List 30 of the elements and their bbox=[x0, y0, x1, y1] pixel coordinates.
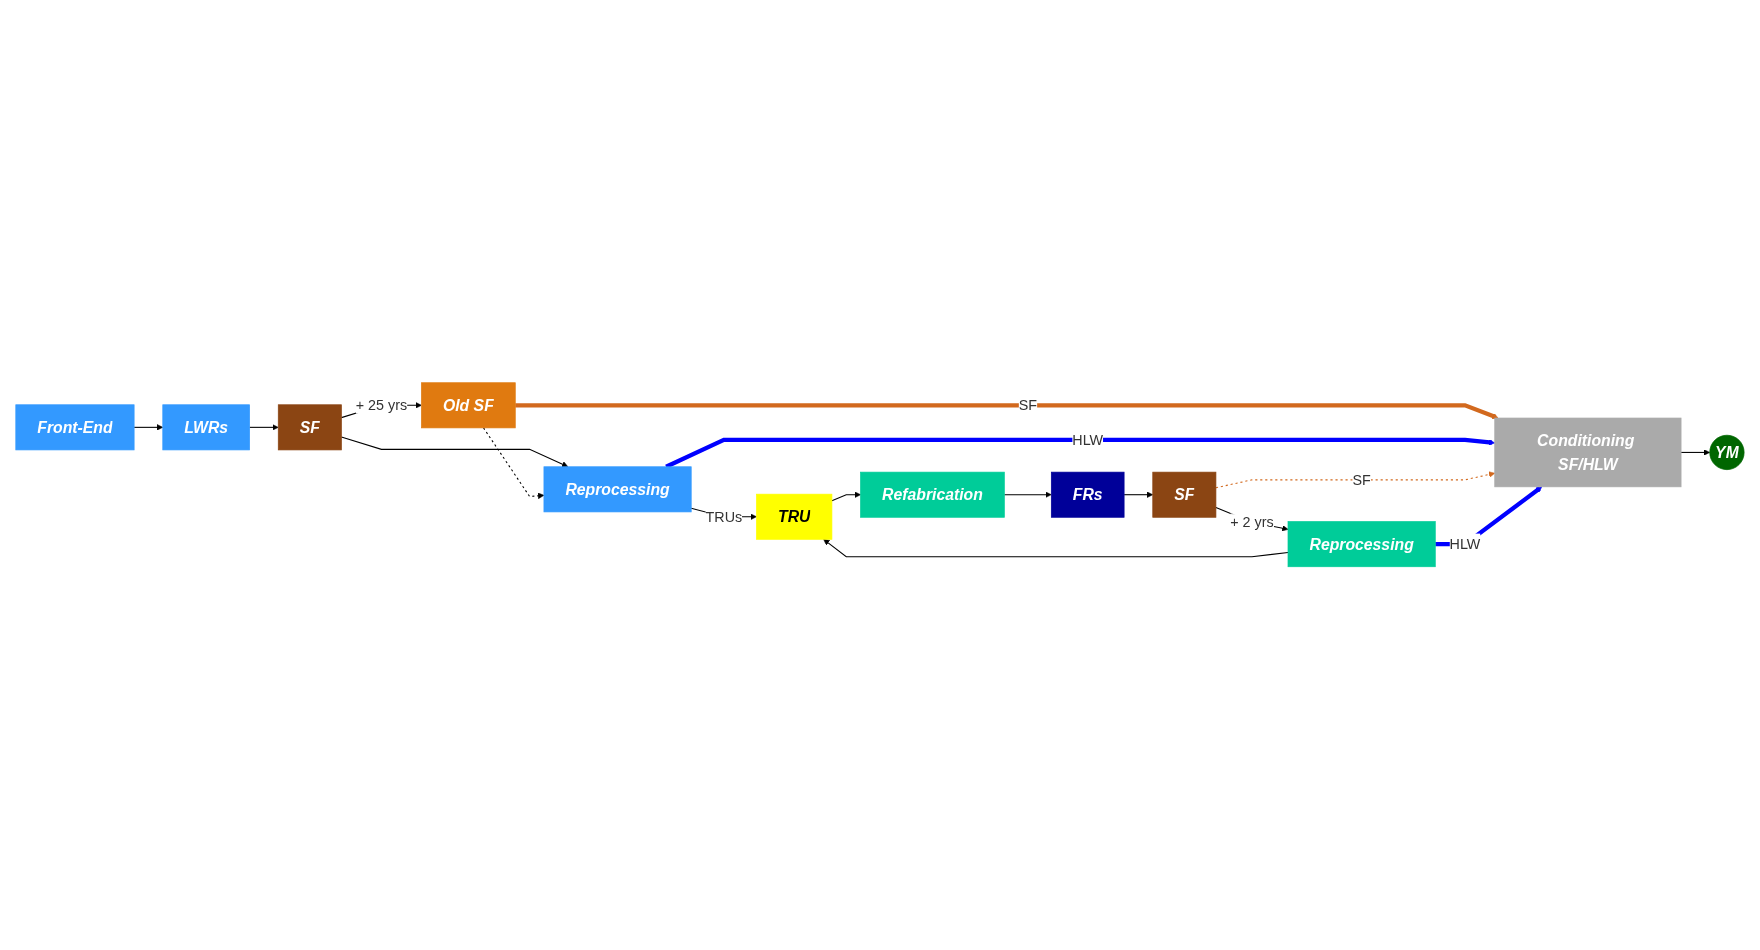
edge-label: + 2 yrs bbox=[1230, 514, 1274, 531]
arrow bbox=[665, 438, 1496, 469]
arrow bbox=[1680, 449, 1711, 456]
arrow bbox=[249, 424, 279, 431]
arrow bbox=[340, 436, 569, 468]
node-box: Conditioning SF/HLW bbox=[1494, 417, 1682, 488]
node-box: Reprocessing bbox=[1287, 521, 1436, 568]
arrow bbox=[1215, 471, 1496, 489]
node-box: Front-End bbox=[15, 404, 135, 451]
edge-label: TRUs bbox=[705, 509, 743, 525]
node-box: FRs bbox=[1051, 472, 1125, 518]
arrow bbox=[133, 424, 164, 431]
node-box: Refabrication bbox=[860, 472, 1005, 518]
edge-label: SF bbox=[1352, 472, 1371, 488]
edge-label: SF bbox=[1018, 397, 1038, 414]
node-box: Reprocessing bbox=[543, 466, 692, 513]
node-box: LWRs bbox=[162, 404, 250, 451]
arrow bbox=[515, 403, 1499, 420]
node-box: SF bbox=[1152, 472, 1217, 518]
edge-label: + 25 yrs bbox=[355, 397, 408, 414]
arrow bbox=[1123, 491, 1154, 499]
node-box: Old SF bbox=[421, 382, 516, 429]
arrow bbox=[823, 539, 1289, 558]
edge-label: HLW bbox=[1072, 432, 1104, 449]
node-circle: YM bbox=[1709, 435, 1745, 471]
node-box: TRU bbox=[756, 494, 833, 540]
edge-label: HLW bbox=[1449, 536, 1481, 553]
arrow bbox=[1003, 491, 1052, 499]
node-box: SF bbox=[277, 404, 342, 451]
arrow bbox=[831, 491, 861, 502]
